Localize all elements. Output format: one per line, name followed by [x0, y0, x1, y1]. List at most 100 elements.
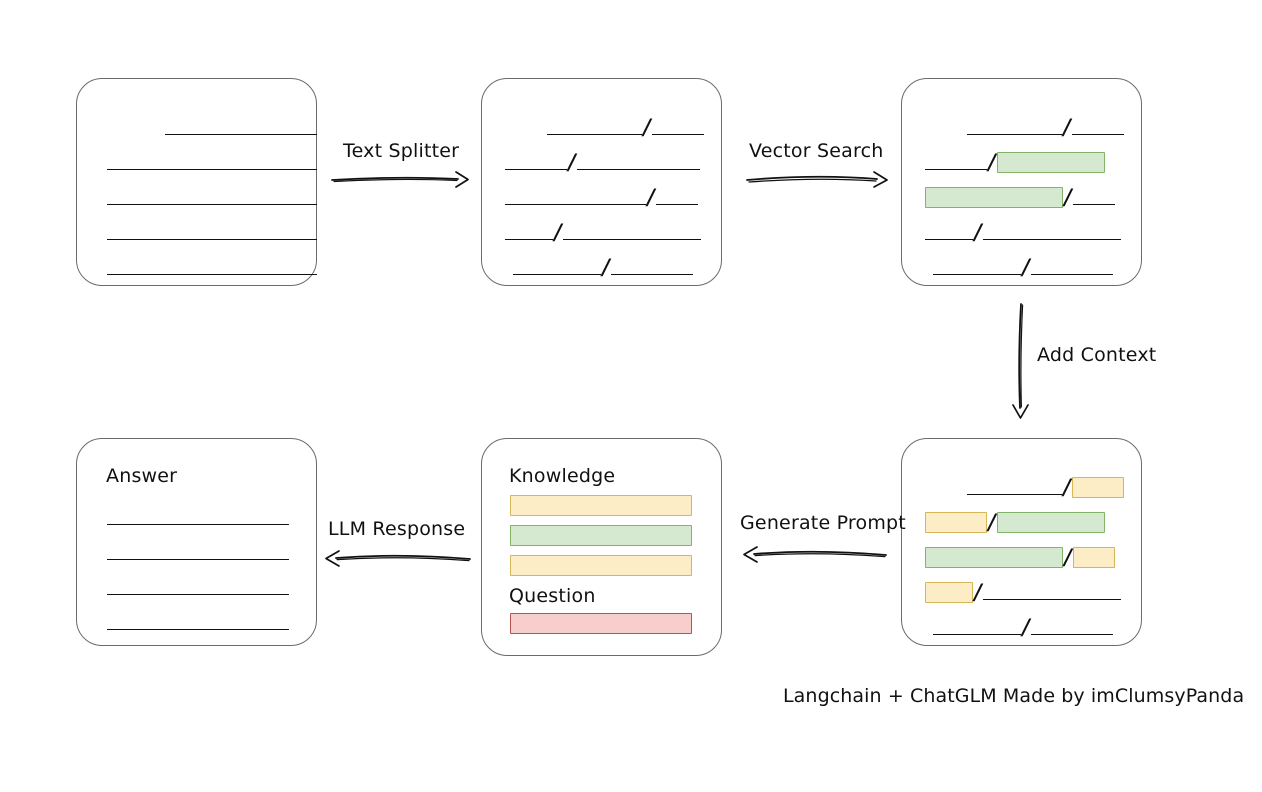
slash-separator: / — [554, 219, 562, 244]
text-line-segment — [982, 226, 1121, 240]
slash-separator: / — [1064, 544, 1072, 569]
box-answer: Answer — [76, 438, 317, 646]
text-line-segment — [165, 121, 317, 135]
slash-separator: / — [974, 579, 982, 604]
slash-separator: / — [988, 509, 996, 534]
text-line-segment — [107, 511, 289, 525]
slash-separator: / — [988, 149, 996, 174]
box-split-document: / / / / / — [481, 78, 722, 286]
row-indent — [107, 119, 165, 135]
text-row — [107, 187, 317, 205]
row-indent — [925, 119, 967, 135]
text-line-segment — [513, 261, 601, 275]
text-line-segment — [107, 156, 317, 170]
slash-separator: / — [568, 149, 576, 174]
slash-separator: / — [643, 114, 651, 139]
text-line-segment — [107, 261, 317, 275]
text-row: / — [505, 114, 704, 139]
box-context-added-document: / / / / / — [901, 438, 1142, 646]
text-line-segment — [505, 156, 567, 170]
row-indent — [505, 119, 547, 135]
text-row — [107, 257, 317, 275]
text-row: / — [925, 544, 1121, 569]
arrow-vector-search: Vector Search — [745, 140, 890, 200]
slash-separator: / — [1022, 254, 1030, 279]
slash-separator: / — [974, 219, 982, 244]
text-row: / — [925, 184, 1121, 209]
arrow-add-context: Add Context — [1000, 300, 1160, 420]
highlight-segment-yellow — [1072, 547, 1115, 568]
highlight-segment-green — [996, 512, 1105, 533]
text-row: / — [925, 579, 1121, 604]
text-line-segment — [655, 191, 698, 205]
arrow-label-llm-response: LLM Response — [328, 518, 466, 540]
text-line-segment — [651, 121, 704, 135]
footer-credit: Langchain + ChatGLM Made by imClumsyPand… — [783, 685, 1245, 707]
vector-matched-content: / / / / / — [925, 114, 1124, 285]
llm-response-arrow-icon — [325, 550, 471, 567]
text-row — [107, 117, 317, 135]
source-document-content — [107, 117, 317, 285]
arrow-generate-prompt: Generate Prompt — [738, 512, 906, 572]
text-row: / — [925, 114, 1124, 139]
arrow-label-text-splitter: Text Splitter — [343, 140, 460, 162]
text-line-segment — [547, 121, 642, 135]
text-row — [107, 577, 289, 595]
knowledge-label: Knowledge — [509, 465, 616, 487]
text-row — [107, 542, 289, 560]
text-row: / — [925, 219, 1121, 244]
text-line-segment — [107, 226, 317, 240]
text-line-segment — [107, 546, 289, 560]
text-row: / — [505, 219, 701, 244]
text-line-segment — [107, 191, 317, 205]
highlight-segment-green — [925, 547, 1063, 568]
text-line-segment — [576, 156, 700, 170]
text-row — [107, 152, 317, 170]
text-row: / — [925, 254, 1121, 279]
text-row: / — [505, 149, 701, 174]
text-line-segment — [967, 121, 1062, 135]
highlight-segment-yellow — [925, 512, 987, 533]
text-line-segment — [1071, 121, 1124, 135]
text-line-segment — [1030, 261, 1113, 275]
text-line-segment — [933, 261, 1021, 275]
vector-search-arrow-icon — [746, 171, 888, 188]
text-line-segment — [505, 191, 646, 205]
slash-separator: / — [1063, 114, 1071, 139]
slash-separator: / — [1064, 184, 1072, 209]
knowledge-bar — [510, 555, 692, 576]
text-line-segment — [933, 621, 1021, 635]
highlight-segment-yellow — [925, 582, 973, 603]
text-row — [107, 612, 289, 630]
arrow-text-splitter: Text Splitter — [330, 140, 470, 200]
add-context-arrow-icon — [1012, 303, 1029, 419]
row-indent — [925, 619, 933, 635]
text-line-segment — [562, 226, 701, 240]
text-line-segment — [925, 156, 987, 170]
generate-prompt-arrow-icon — [743, 546, 887, 563]
highlight-segment-green — [925, 187, 1063, 208]
arrow-label-generate-prompt: Generate Prompt — [740, 512, 906, 534]
knowledge-bar — [510, 525, 692, 546]
slash-separator: / — [1063, 474, 1071, 499]
context-added-content: / / / / / — [925, 474, 1124, 645]
slash-separator: / — [602, 254, 610, 279]
text-row — [107, 507, 289, 525]
answer-content — [107, 507, 289, 645]
arrow-llm-response: LLM Response — [322, 518, 472, 578]
text-line-segment — [505, 226, 553, 240]
row-indent — [925, 479, 967, 495]
text-row: / — [925, 509, 1121, 534]
text-row: / — [505, 186, 701, 207]
row-indent — [505, 259, 513, 275]
box-prompt: Knowledge Question — [481, 438, 722, 656]
highlight-segment-green — [996, 152, 1105, 173]
knowledge-bar — [510, 495, 692, 516]
text-row: / — [505, 254, 701, 279]
text-line-segment — [107, 581, 289, 595]
text-line-segment — [967, 481, 1062, 495]
slash-separator: / — [1022, 614, 1030, 639]
text-line-segment — [1072, 191, 1115, 205]
text-splitter-arrow-icon — [331, 171, 469, 188]
